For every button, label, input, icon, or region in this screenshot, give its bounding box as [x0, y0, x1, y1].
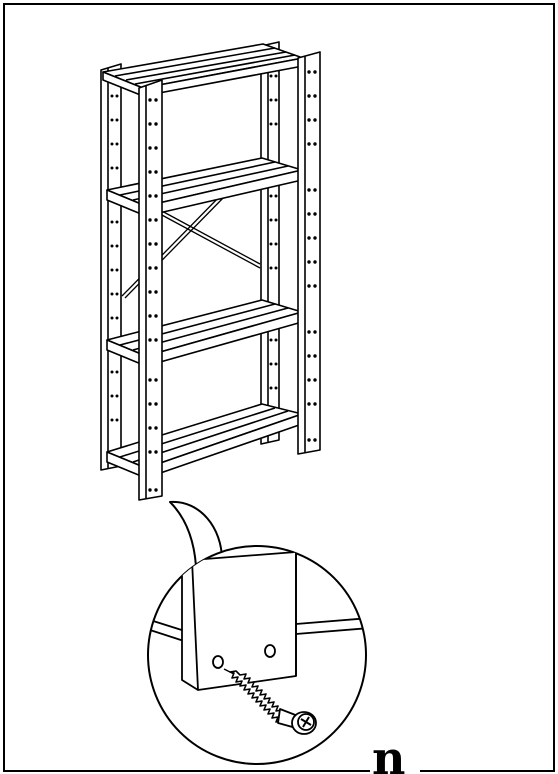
holes-front-right: [307, 70, 317, 442]
upright-closeup: [181, 551, 297, 691]
page-number: n: [372, 731, 405, 774]
hole-left: [212, 655, 224, 669]
holes-back-right: [269, 74, 278, 390]
hole-right: [264, 644, 276, 658]
screw: [229, 670, 317, 735]
detail-callout: [147, 500, 367, 765]
upright-back-left: [100, 63, 122, 471]
upright-front-right: [297, 51, 321, 455]
screw-slot-b: [302, 716, 310, 728]
upright-holes: [110, 70, 317, 492]
shelving-unit: [100, 41, 321, 501]
detail-contents: [149, 551, 366, 735]
page-frame: [3, 3, 555, 772]
screw-thread: [229, 670, 283, 723]
holes-front-left: [148, 98, 158, 492]
upright-front-left: [138, 79, 163, 501]
holes-back-left: [110, 94, 119, 422]
